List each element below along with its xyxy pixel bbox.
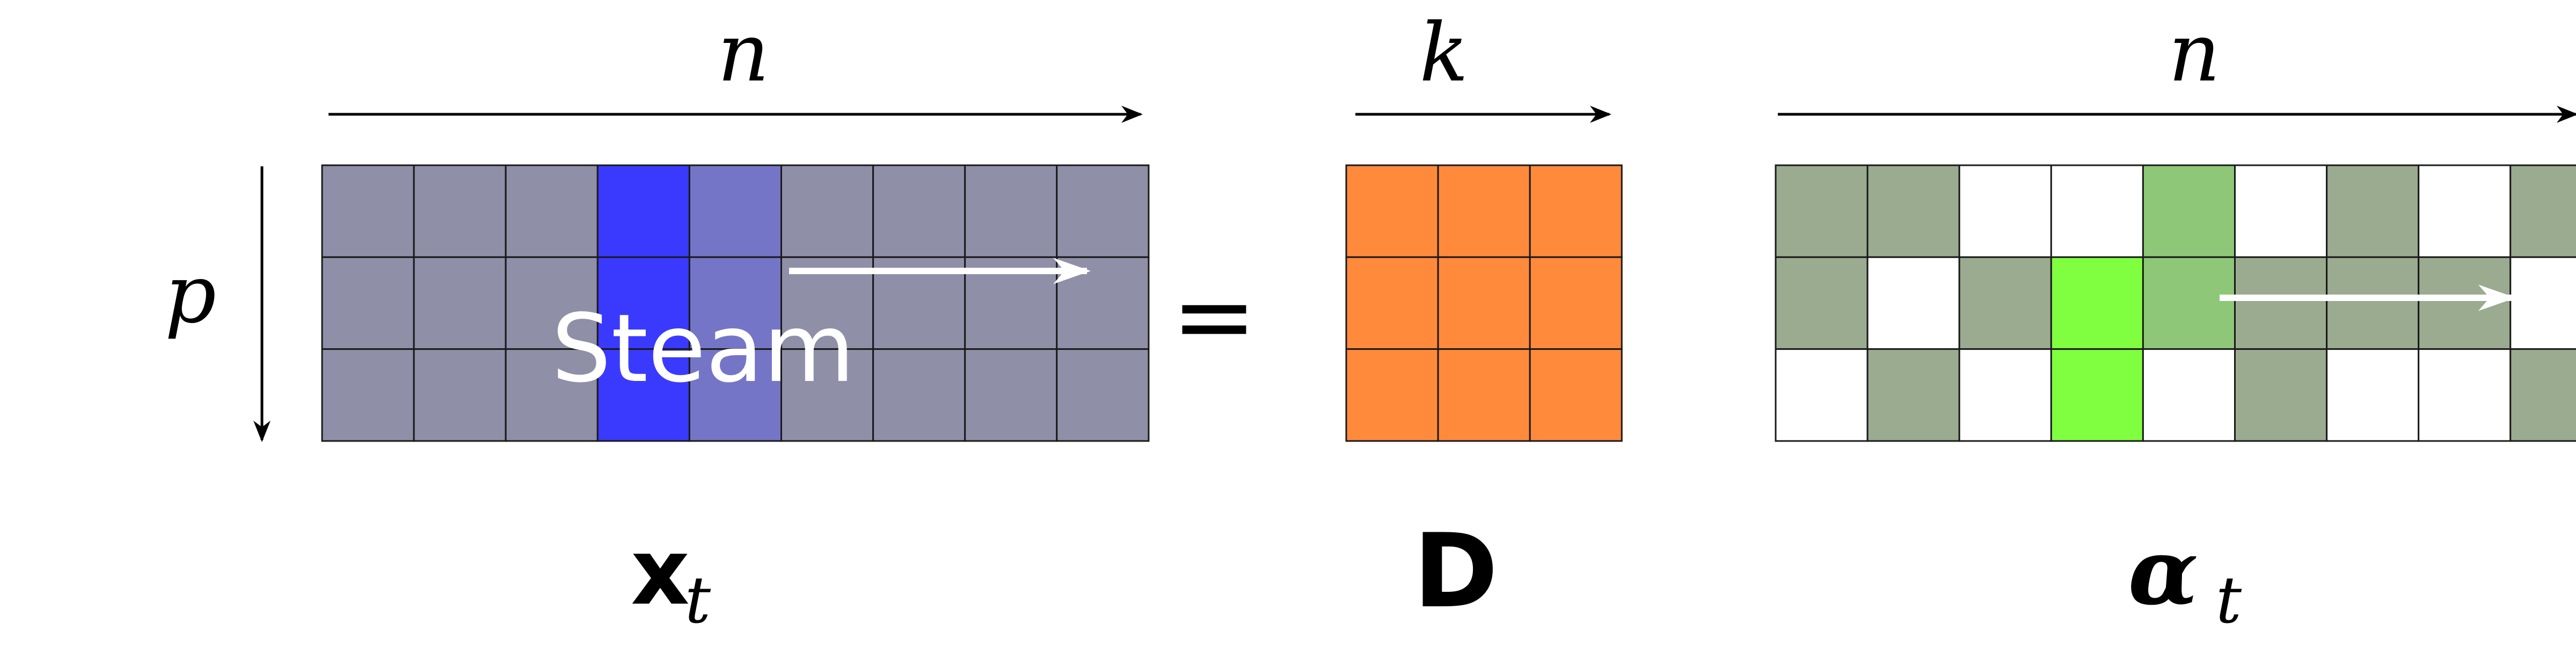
x-cell-r0-c0 — [321, 164, 415, 258]
alpha-cell-r1-c1 — [1866, 256, 1960, 350]
x-cell-r0-c2 — [505, 164, 599, 258]
alpha-cell-r0-c3 — [2050, 164, 2144, 258]
x-cell-r2-c7 — [964, 348, 1058, 442]
x-cell-r2-c1 — [413, 348, 507, 442]
label-x-sub: t — [685, 563, 711, 638]
x-cell-r1-c0 — [321, 256, 415, 350]
label-d: D — [1413, 512, 1498, 630]
x-cell-r1-c4 — [688, 256, 783, 350]
alpha-cell-r0-c8 — [2509, 164, 2576, 258]
x-cell-r2-c5 — [780, 348, 874, 442]
d-cell-r1-c0 — [1345, 256, 1439, 350]
x-cell-r1-c1 — [413, 256, 507, 350]
label-k: k — [1420, 6, 1469, 100]
alpha-cell-r1-c3 — [2050, 256, 2144, 350]
steam-label: Steam — [551, 295, 855, 403]
label-alpha-t: α t — [2128, 518, 2242, 638]
alpha-cell-r1-c0 — [1775, 256, 1869, 350]
label-alpha-sub: t — [2216, 563, 2242, 638]
x-cell-r2-c6 — [872, 348, 966, 442]
alpha-cell-r1-c7 — [2418, 256, 2512, 350]
alpha-cell-r2-c2 — [1958, 348, 2052, 442]
d-cell-r2-c0 — [1345, 348, 1439, 442]
d-cell-r0-c2 — [1529, 164, 1623, 258]
label-x-t: x t — [631, 519, 711, 638]
d-cell-r2-c1 — [1437, 348, 1531, 442]
alpha-cell-r0-c4 — [2142, 164, 2236, 258]
x-cell-r0-c4 — [688, 164, 783, 258]
alpha-cell-r2-c5 — [2234, 348, 2328, 442]
d-cell-r2-c2 — [1529, 348, 1623, 442]
x-cell-r1-c2 — [505, 256, 599, 350]
alpha-cell-r0-c0 — [1775, 164, 1869, 258]
x-cell-r0-c8 — [1056, 164, 1150, 258]
x-cell-r0-c1 — [413, 164, 507, 258]
alpha-cell-r2-c0 — [1775, 348, 1869, 442]
alpha-cell-r0-c6 — [2326, 164, 2420, 258]
alpha-cell-r2-c4 — [2142, 348, 2236, 442]
label-n-right: n — [2169, 6, 2221, 100]
alpha-cell-r1-c6 — [2326, 256, 2420, 350]
label-n-left: n — [718, 6, 770, 100]
matrix-alpha — [1775, 164, 2576, 442]
x-cell-r2-c0 — [321, 348, 415, 442]
alpha-cell-r2-c8 — [2509, 348, 2576, 442]
alpha-cell-r0-c1 — [1866, 164, 1960, 258]
d-cell-r1-c1 — [1437, 256, 1531, 350]
x-cell-r0-c6 — [872, 164, 966, 258]
alpha-cell-r1-c4 — [2142, 256, 2236, 350]
alpha-cell-r2-c6 — [2326, 348, 2420, 442]
label-x-main: x — [631, 519, 690, 626]
alpha-cell-r0-c7 — [2418, 164, 2512, 258]
d-cell-r1-c2 — [1529, 256, 1623, 350]
alpha-cell-r2-c7 — [2418, 348, 2512, 442]
x-cell-r0-c7 — [964, 164, 1058, 258]
alpha-cell-r0-c5 — [2234, 164, 2328, 258]
x-cell-r0-c3 — [596, 164, 690, 258]
d-cell-r0-c1 — [1437, 164, 1531, 258]
d-cell-r0-c0 — [1345, 164, 1439, 258]
alpha-cell-r1-c8 — [2509, 256, 2576, 350]
equals-sign: = — [1171, 257, 1257, 376]
alpha-cell-r2-c1 — [1866, 348, 1960, 442]
label-alpha-main: α — [2128, 518, 2199, 626]
x-cell-r2-c3 — [596, 348, 690, 442]
x-cell-r2-c8 — [1056, 348, 1150, 442]
matrix-d — [1345, 164, 1623, 442]
label-p: p — [165, 248, 216, 341]
alpha-cell-r1-c5 — [2234, 256, 2328, 350]
x-cell-r2-c2 — [505, 348, 599, 442]
alpha-cell-r1-c2 — [1958, 256, 2052, 350]
alpha-cell-r2-c3 — [2050, 348, 2144, 442]
x-cell-r0-c5 — [780, 164, 874, 258]
alpha-cell-r0-c2 — [1958, 164, 2052, 258]
